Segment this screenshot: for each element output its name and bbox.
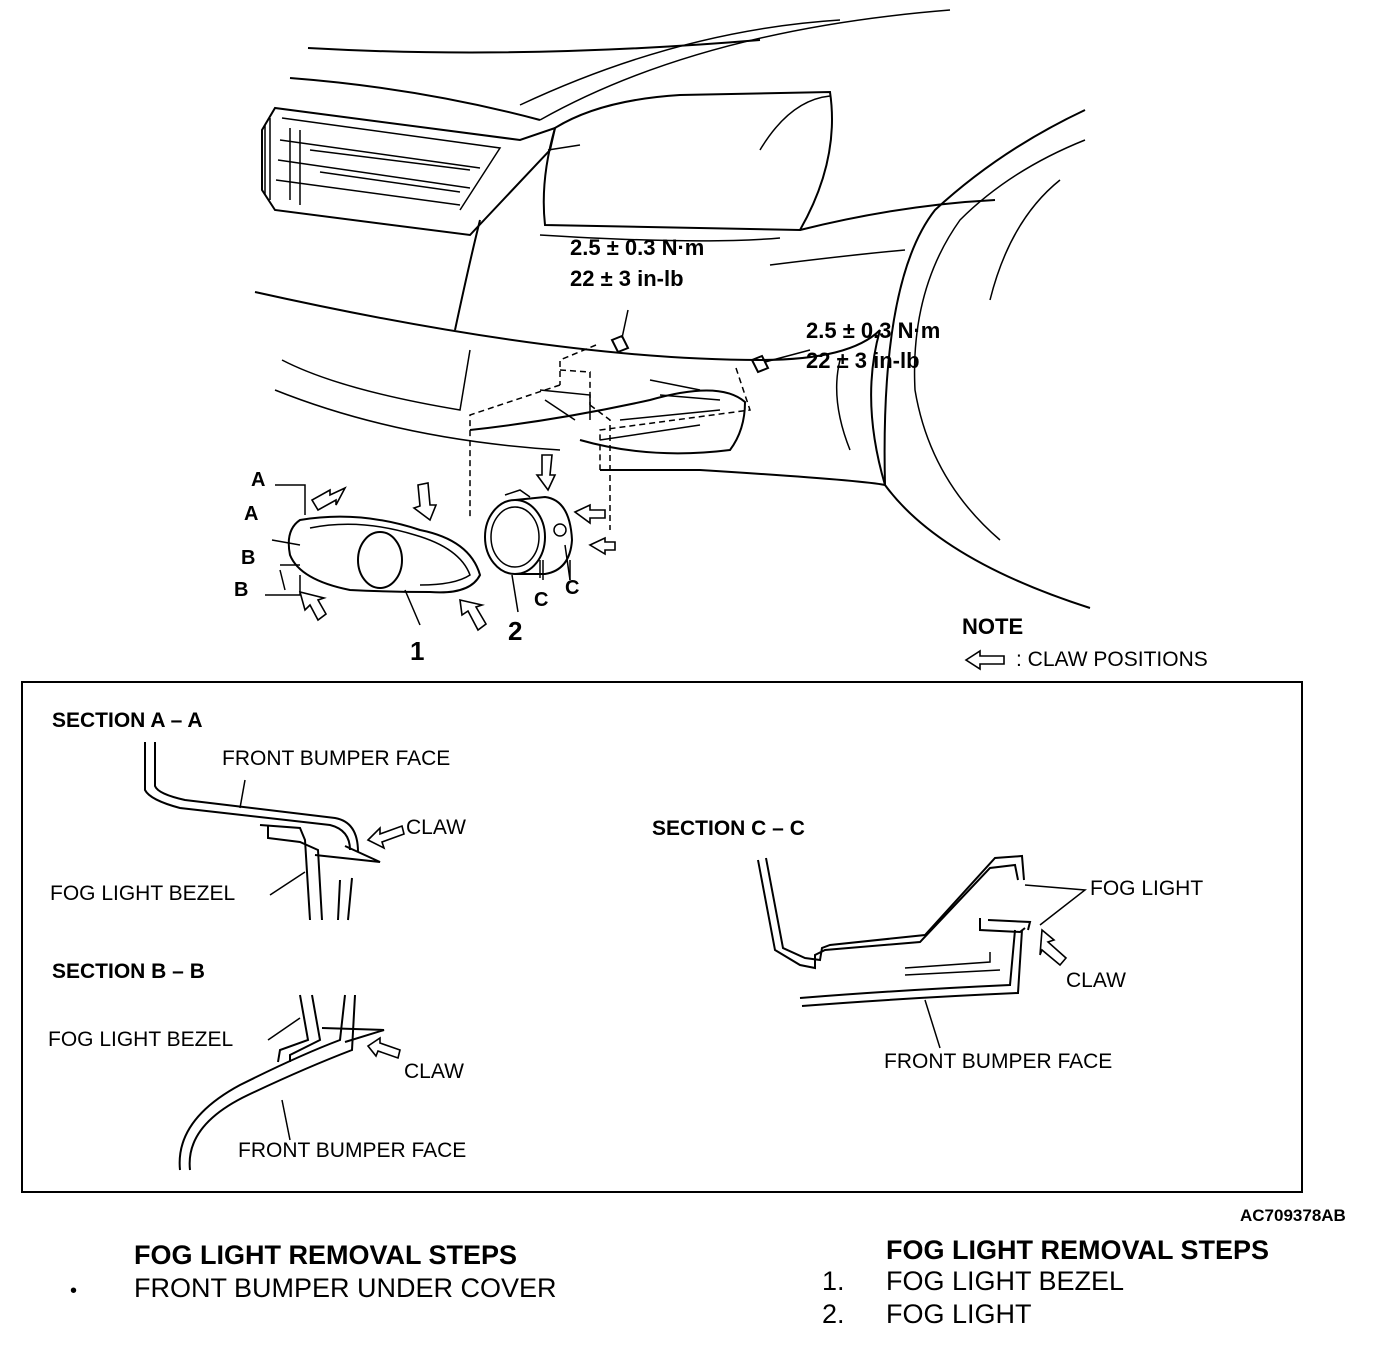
hollow-left-arrow-icon bbox=[964, 649, 1005, 671]
headlight bbox=[542, 90, 833, 232]
fog-light-bezel bbox=[271, 515, 482, 594]
claw-arrow-icon bbox=[459, 598, 488, 632]
section-cc-foglight-label: FOG LIGHT bbox=[1090, 877, 1203, 900]
claw-arrow-icon bbox=[535, 454, 557, 492]
torque-right: 2.5 ± 0.3 N·m 22 ± 3 in-lb bbox=[806, 318, 940, 373]
steps-left-marker: • bbox=[70, 1280, 78, 1302]
foglight-callout-number: 2 bbox=[508, 616, 522, 646]
torque-upper: 2.5 ± 0.3 N·m 22 ± 3 in-lb bbox=[570, 235, 704, 291]
torque-upper-nm: 2.5 ± 0.3 N·m bbox=[570, 235, 704, 260]
section-aa-bumper-label: FRONT BUMPER FACE bbox=[222, 747, 450, 770]
claw-arrow-icon bbox=[588, 536, 616, 556]
bolt-right bbox=[750, 349, 811, 374]
claw-arrow-icon bbox=[366, 824, 405, 850]
bolt-upper bbox=[610, 309, 630, 354]
steps-right-heading: FOG LIGHT REMOVAL STEPS bbox=[886, 1235, 1270, 1265]
steps-right-text: FOG LIGHT BEZEL bbox=[886, 1266, 1125, 1296]
section-cc-bumper-label: FRONT BUMPER FACE bbox=[884, 1050, 1112, 1073]
removal-steps-right: FOG LIGHT REMOVAL STEPS 1. FOG LIGHT BEZE… bbox=[822, 1235, 1382, 1330]
sections-frame bbox=[21, 681, 1303, 1193]
cut-a-upper bbox=[275, 484, 306, 515]
claw-arrow-icon bbox=[310, 486, 347, 512]
section-cc-title: SECTION C – C bbox=[652, 817, 805, 840]
torque-upper-inlb: 22 ± 3 in-lb bbox=[570, 266, 684, 291]
steps-right-marker: 1. bbox=[822, 1266, 845, 1296]
section-aa: SECTION A – A FRONT BUMPER FACE CLAW FOG… bbox=[50, 709, 466, 921]
vehicle-front-illustration bbox=[254, 9, 1091, 609]
cut-label-a-upper: A bbox=[251, 469, 265, 491]
note-title: NOTE bbox=[962, 614, 1023, 639]
note-legend-text: : CLAW POSITIONS bbox=[1016, 648, 1208, 671]
section-aa-title: SECTION A – A bbox=[52, 709, 203, 732]
cut-label-c-right: C bbox=[565, 577, 579, 599]
section-cc: SECTION C – C FOG LIGHT CLAW FRONT BUMPE… bbox=[652, 817, 1203, 1073]
steps-right-text: FOG LIGHT bbox=[886, 1299, 1032, 1329]
cut-label-b-upper: B bbox=[241, 547, 255, 569]
grille bbox=[261, 106, 557, 237]
leader-bezel bbox=[404, 589, 421, 626]
torque-right-nm: 2.5 ± 0.3 N·m bbox=[806, 318, 940, 343]
leader-foglight bbox=[511, 574, 519, 613]
section-bb: SECTION B – B FOG LIGHT BEZEL CLAW FRONT… bbox=[48, 960, 466, 1171]
section-aa-bezel-label: FOG LIGHT BEZEL bbox=[50, 882, 235, 905]
removal-steps-left: FOG LIGHT REMOVAL STEPS • FRONT BUMPER UN… bbox=[70, 1240, 630, 1304]
steps-left-text: FRONT BUMPER UNDER COVER bbox=[134, 1273, 557, 1303]
steps-right-item-2: 2. FOG LIGHT bbox=[822, 1299, 1382, 1330]
section-cc-claw-label: CLAW bbox=[1066, 969, 1126, 992]
claw-arrow-icon bbox=[366, 1036, 401, 1060]
claw-arrow-icon bbox=[573, 503, 606, 525]
cut-label-a-lower: A bbox=[244, 503, 258, 525]
figure-id: AC709378AB bbox=[1240, 1206, 1346, 1225]
steps-left-item: • FRONT BUMPER UNDER COVER bbox=[70, 1273, 630, 1304]
section-bb-bumper-label: FRONT BUMPER FACE bbox=[238, 1139, 466, 1162]
steps-left-heading: FOG LIGHT REMOVAL STEPS bbox=[134, 1240, 518, 1270]
note-legend: NOTE : CLAW POSITIONS bbox=[962, 614, 1208, 671]
cut-b-lower bbox=[265, 575, 301, 596]
section-aa-claw-label: CLAW bbox=[406, 816, 466, 839]
claw-arrow-icon bbox=[298, 590, 328, 622]
section-bb-bezel-label: FOG LIGHT BEZEL bbox=[48, 1028, 233, 1051]
torque-right-inlb: 22 ± 3 in-lb bbox=[806, 348, 920, 373]
claw-arrow-icon bbox=[1039, 928, 1068, 967]
section-bb-claw-label: CLAW bbox=[404, 1060, 464, 1083]
section-bb-title: SECTION B – B bbox=[52, 960, 205, 983]
fog-light-unit bbox=[484, 489, 574, 581]
cut-label-c-left: C bbox=[534, 589, 548, 611]
bezel-callout-number: 1 bbox=[410, 636, 424, 666]
steps-right-item-1: 1. FOG LIGHT BEZEL bbox=[822, 1266, 1382, 1297]
claw-arrow-icon bbox=[412, 482, 438, 522]
steps-right-marker: 2. bbox=[822, 1299, 845, 1329]
cut-label-b-lower: B bbox=[234, 579, 248, 601]
claw-arrow-icons bbox=[298, 454, 616, 632]
